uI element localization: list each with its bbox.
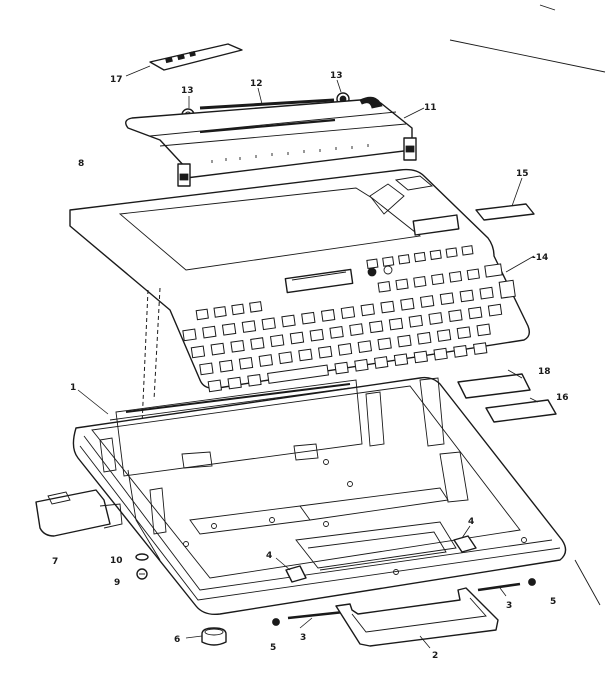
callout-16: 16 bbox=[556, 393, 569, 403]
part-9-screw bbox=[136, 568, 148, 580]
callout-labels: 17 13 12 13 11 8 15 -14 18 16 1 7 10 9 4… bbox=[52, 71, 569, 661]
part-15-label bbox=[475, 203, 535, 221]
scan-marks bbox=[449, 4, 606, 606]
part-2-handle bbox=[335, 587, 499, 647]
callout-13-left: 13 bbox=[181, 86, 194, 96]
callout-14: -14 bbox=[532, 253, 548, 263]
part-4-foot-right bbox=[453, 535, 477, 553]
part-7-side-door bbox=[35, 489, 123, 537]
callout-2: 2 bbox=[432, 651, 438, 661]
part-5-ring-right bbox=[528, 578, 536, 586]
callout-17: 17 bbox=[110, 75, 123, 85]
part-12-shaft bbox=[199, 98, 335, 110]
callout-4-left: 4 bbox=[266, 551, 272, 561]
callout-5-left: 5 bbox=[270, 643, 276, 653]
part-11-bail-bar bbox=[125, 96, 417, 187]
callout-6: 6 bbox=[174, 635, 180, 645]
callout-10: 10 bbox=[110, 556, 123, 566]
callout-18: 18 bbox=[538, 367, 551, 377]
callout-3-left: 3 bbox=[300, 633, 306, 643]
part-16-label bbox=[485, 399, 557, 423]
part-3-pin-left bbox=[287, 610, 345, 620]
part-3-pin-right bbox=[477, 582, 521, 592]
callout-13-right: 13 bbox=[330, 71, 343, 81]
callout-5-right: 5 bbox=[550, 597, 556, 607]
callout-4-right: 4 bbox=[468, 517, 474, 527]
part-10-washer bbox=[135, 553, 149, 561]
part-17-plate bbox=[149, 43, 243, 71]
callout-8-top: 8 bbox=[78, 159, 84, 169]
callout-7: 7 bbox=[52, 557, 58, 567]
callout-9: 9 bbox=[114, 578, 120, 588]
callout-12: 12 bbox=[250, 79, 263, 89]
callout-11: 11 bbox=[424, 103, 437, 113]
callout-15: 15 bbox=[516, 169, 529, 179]
part-4-foot-left bbox=[285, 565, 307, 583]
part-5-ring-left bbox=[272, 618, 280, 626]
part-1-base-housing bbox=[72, 376, 567, 616]
part-6-foot-cap bbox=[201, 627, 227, 646]
callout-3-right: 3 bbox=[506, 601, 512, 611]
keyboard-keys bbox=[182, 245, 516, 393]
leader-lines bbox=[77, 65, 539, 649]
part-8-top-cover bbox=[69, 168, 531, 393]
callout-1: 1 bbox=[70, 383, 76, 393]
part-18-label bbox=[457, 373, 531, 399]
